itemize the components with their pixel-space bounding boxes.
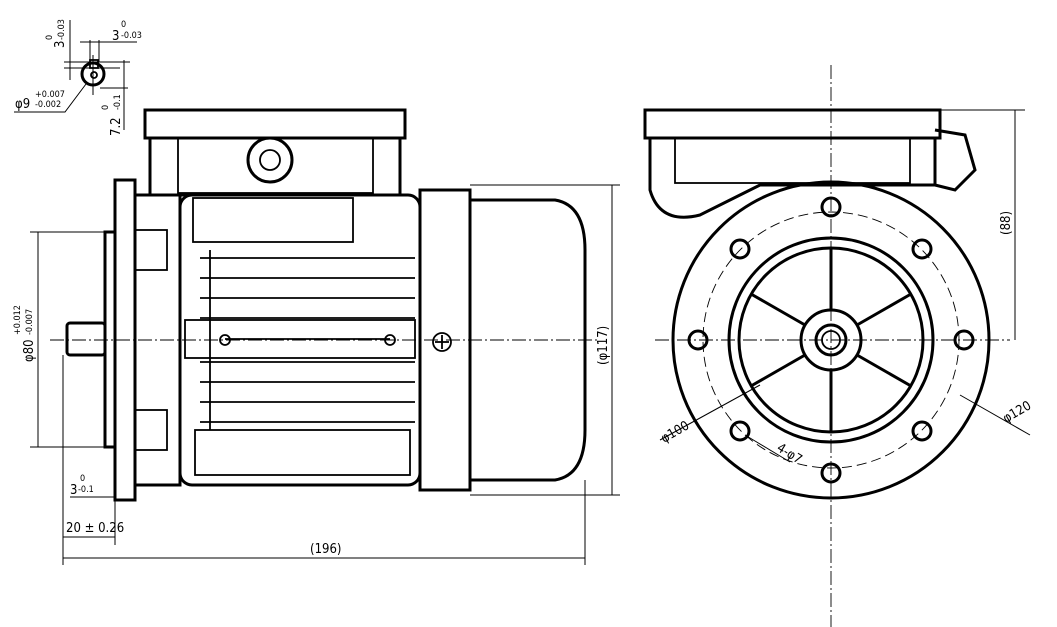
flange-rib bbox=[134, 229, 168, 271]
cable-gland bbox=[246, 136, 294, 184]
side-view: φ80 +0.012 -0.007 3 0 -0.1 20 ± 0.26 (19… bbox=[13, 108, 620, 565]
bolt bbox=[219, 334, 231, 346]
height-label: (φ117) bbox=[596, 326, 611, 365]
bolts bbox=[687, 196, 975, 484]
spokes bbox=[750, 248, 912, 432]
leader-line bbox=[14, 83, 87, 113]
spigot-dia-label: φ80 bbox=[22, 339, 37, 362]
cable-gland bbox=[934, 128, 977, 192]
shaft bbox=[65, 321, 107, 357]
shaft-length-label: 20 ± 0.26 bbox=[66, 521, 124, 536]
tol-lower: -0.002 bbox=[35, 100, 61, 110]
earth-screw bbox=[432, 332, 452, 352]
front-view: φ100 4-φ7 φ120 (88) bbox=[643, 65, 1035, 627]
fan-cover-ring bbox=[418, 188, 472, 492]
flange bbox=[113, 178, 137, 502]
cooling-fins bbox=[194, 250, 415, 476]
spigot-depth-label: 3 bbox=[70, 483, 77, 498]
tol-lower: -0.1 bbox=[78, 485, 94, 495]
shaft-end bbox=[814, 323, 848, 357]
pcd-circle bbox=[702, 211, 960, 469]
holes-label: 4-φ7 bbox=[774, 441, 805, 468]
terminal-box bbox=[148, 136, 402, 197]
tol-upper: 0 bbox=[101, 105, 111, 110]
shaft-dia-label: φ9 bbox=[15, 97, 30, 112]
leader-line bbox=[744, 434, 791, 463]
foot-strip bbox=[184, 319, 416, 359]
flange-dia-label: φ120 bbox=[1001, 398, 1035, 426]
mounting-holes bbox=[729, 238, 933, 442]
tol-upper: 0 bbox=[80, 474, 85, 484]
flange-outer bbox=[671, 180, 991, 500]
pcd-label: φ100 bbox=[659, 418, 693, 446]
tol-upper: 0 bbox=[45, 35, 55, 40]
tol-lower: -0.03 bbox=[57, 19, 67, 40]
tol-lower: -0.03 bbox=[121, 31, 142, 41]
leader-line bbox=[959, 394, 1031, 436]
terminal-box-inner bbox=[177, 137, 374, 194]
flange-inner bbox=[727, 236, 935, 444]
fan-cover bbox=[470, 198, 587, 482]
tol-lower: -0.1 bbox=[113, 94, 123, 110]
shaft-center bbox=[90, 71, 98, 79]
box-base bbox=[192, 197, 354, 243]
bolt bbox=[384, 334, 396, 346]
overall-length-label: (196) bbox=[310, 542, 341, 557]
cable-gland-hole bbox=[259, 149, 281, 171]
terminal-box-lid bbox=[143, 108, 407, 140]
shaft-center bbox=[821, 330, 841, 350]
leader-line bbox=[659, 384, 761, 441]
terminal-box-inner bbox=[674, 137, 911, 184]
flange-rib bbox=[134, 409, 168, 451]
tol-upper: +0.007 bbox=[35, 90, 65, 100]
terminal-box-lid bbox=[643, 108, 942, 140]
key-height-label: 7.2 bbox=[109, 117, 124, 136]
keyway-depth-label: 3 bbox=[53, 41, 68, 48]
box-height-label: (88) bbox=[999, 211, 1014, 235]
tol-upper: 0 bbox=[121, 20, 126, 30]
keyway-detail: 3 0 -0.03 3 0 -0.03 φ9 +0.007 -0.002 7.2… bbox=[14, 19, 142, 136]
tol-lower: -0.007 bbox=[25, 309, 35, 335]
keyway-width-label: 3 bbox=[112, 29, 119, 44]
tol-upper: +0.012 bbox=[13, 305, 23, 335]
terminal-box bbox=[648, 138, 937, 219]
